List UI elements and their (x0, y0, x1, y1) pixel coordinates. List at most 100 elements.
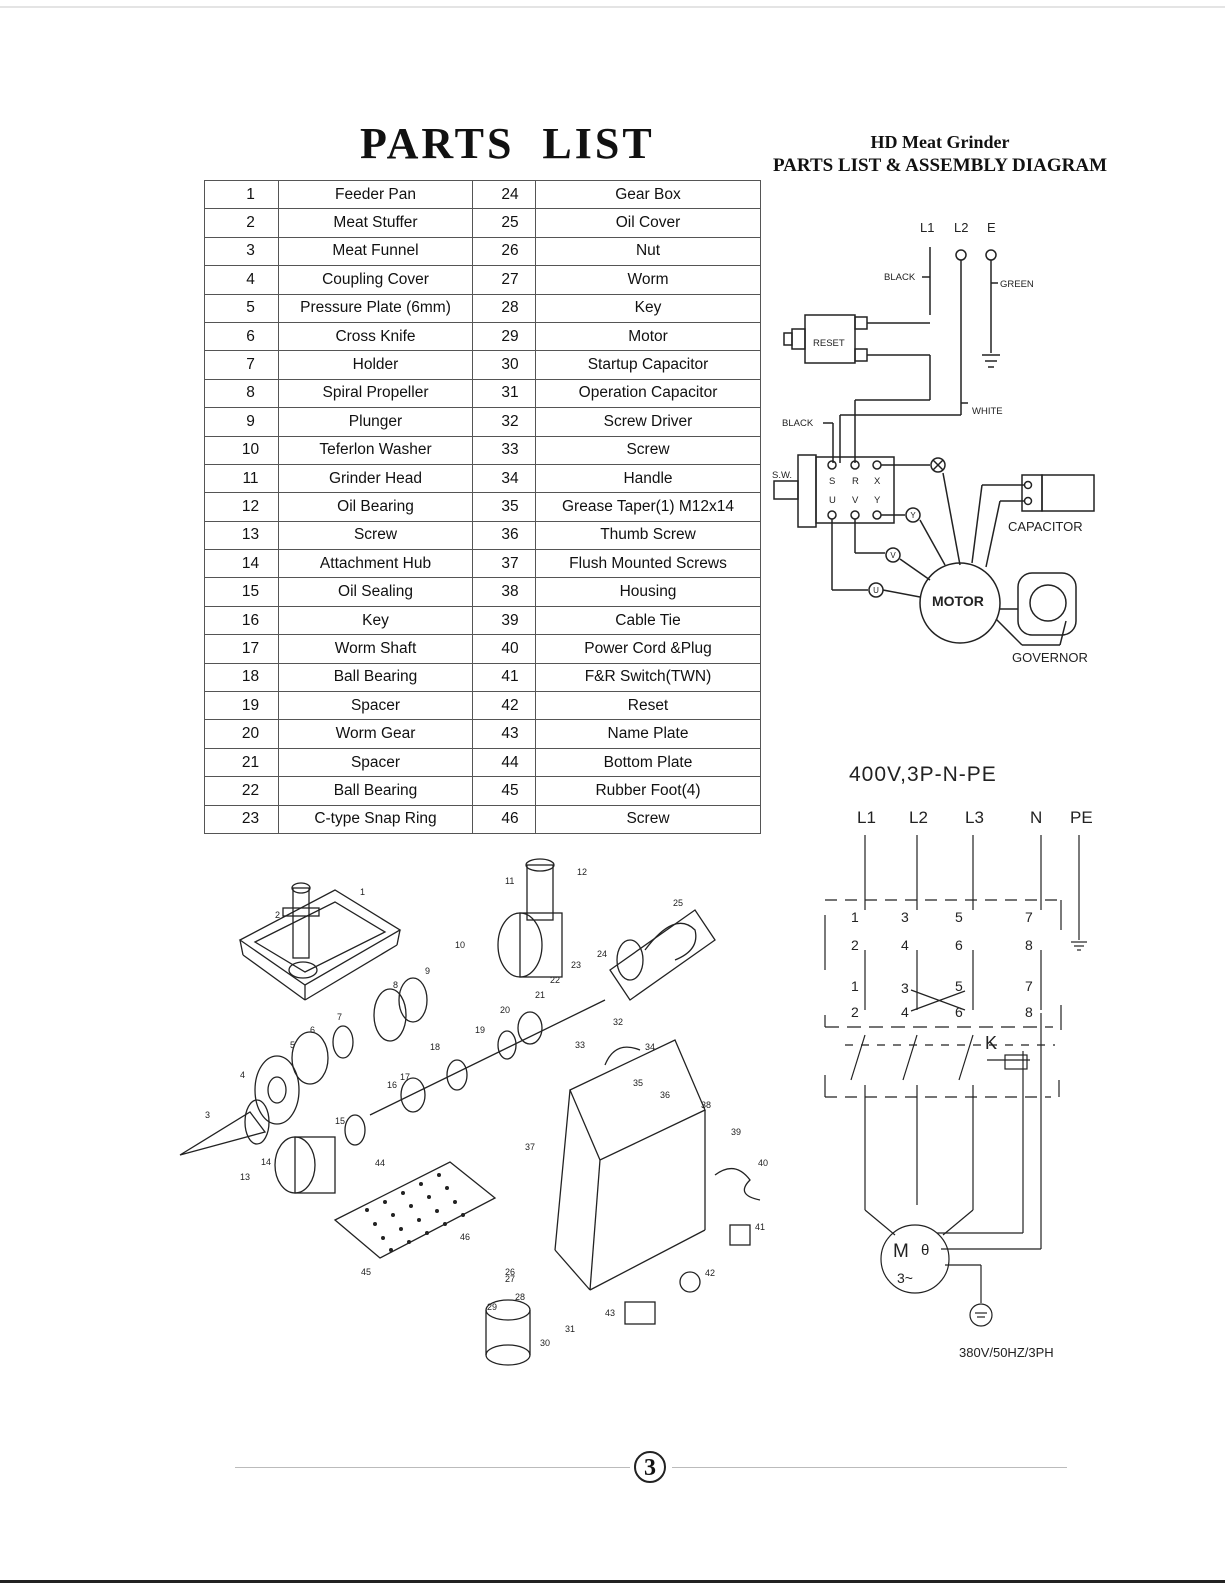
part-name: Screw (535, 435, 761, 465)
document-subtitle: PARTS LIST & ASSEMBLY DIAGRAM (772, 155, 1108, 176)
part-name: Spacer (278, 691, 473, 721)
callout-label: 17 (400, 1072, 410, 1082)
part-name: Motor (535, 321, 761, 352)
contact-4-top: 4 (901, 937, 909, 953)
part-name: Holder (278, 350, 473, 380)
part-number: 12 (204, 492, 279, 522)
part-name: Worm Gear (278, 719, 473, 749)
callout-label: 30 (540, 1338, 550, 1348)
callout-label: 6 (310, 1025, 315, 1035)
part-number: 6 (204, 321, 279, 352)
phase-n: N (1030, 808, 1042, 827)
terminal-l2: L2 (954, 220, 968, 235)
contact-5-top: 5 (955, 909, 963, 925)
part-number: 14 (204, 549, 279, 579)
callout-label: 25 (673, 898, 683, 908)
part-number: 16 (204, 605, 279, 636)
callout-label: 29 (487, 1302, 497, 1312)
switch-letter-y: Y (874, 495, 881, 506)
switch-letter-u: U (829, 495, 836, 506)
contact-3-top: 3 (901, 909, 909, 925)
part-name: Housing (535, 577, 761, 607)
callout-label: 36 (660, 1090, 670, 1100)
part-name: Key (278, 605, 473, 636)
contact-7-bottom: 7 (1025, 978, 1033, 994)
callout-label: 33 (575, 1040, 585, 1050)
part-number: 21 (204, 747, 279, 778)
part-number: 5 (204, 293, 279, 323)
part-number: 13 (204, 520, 279, 551)
part-name: Grease Taper(1) M12x14 (535, 492, 761, 522)
label-white: WHITE (972, 406, 1003, 417)
part-name: Worm Shaft (278, 634, 473, 664)
part-name: Ball Bearing (278, 662, 473, 693)
exploded-assembly-view: 1234567891011121314151617181920212223242… (179, 858, 768, 1366)
part-number: 33 (472, 435, 536, 465)
part-number: 27 (472, 265, 536, 295)
part-name: Screw Driver (535, 407, 761, 437)
contact-7-top: 7 (1025, 909, 1033, 925)
contact-6-top: 6 (955, 937, 963, 953)
contact-6-bottom: 6 (955, 1004, 963, 1020)
callout-label: 42 (705, 1268, 715, 1278)
callout-label: 31 (565, 1324, 575, 1334)
part-number: 20 (204, 719, 279, 749)
part-number: 38 (472, 577, 536, 607)
part-name: Bottom Plate (535, 747, 761, 778)
contact-3-bottom: 3 (901, 980, 909, 996)
node-u: U (873, 586, 879, 595)
part-number: 2 (204, 208, 279, 238)
label-capacitor: CAPACITOR (1008, 519, 1083, 534)
callout-label: 28 (515, 1292, 525, 1302)
part-number: 30 (472, 350, 536, 380)
label-reset: RESET (813, 338, 845, 349)
callout-label: 19 (475, 1025, 485, 1035)
contact-2-top: 2 (851, 937, 859, 953)
part-name: Spacer (278, 747, 473, 778)
part-name: Operation Capacitor (535, 378, 761, 409)
part-name: Coupling Cover (278, 265, 473, 295)
label-black-top: BLACK (884, 272, 916, 283)
part-number: 44 (472, 747, 536, 778)
callout-label: 26 (505, 1267, 515, 1277)
terminal-l1: L1 (920, 220, 934, 235)
part-number: 17 (204, 634, 279, 664)
part-number: 39 (472, 605, 536, 636)
part-number: 9 (204, 407, 279, 437)
part-number: 31 (472, 378, 536, 409)
phase-pe: PE (1070, 808, 1093, 827)
part-number: 7 (204, 350, 279, 380)
callout-label: 14 (261, 1157, 271, 1167)
part-name: Grinder Head (278, 463, 473, 494)
callout-label: 12 (577, 867, 587, 877)
switch-letter-r: R (852, 476, 859, 487)
part-name: Pressure Plate (6mm) (278, 293, 473, 323)
callout-label: 13 (240, 1172, 250, 1182)
part-number: 1 (204, 179, 279, 210)
label-black-left: BLACK (782, 418, 814, 429)
node-v: V (890, 551, 896, 560)
callout-label: 24 (597, 949, 607, 959)
contactor-label: K (985, 1033, 997, 1053)
motor-theta: θ (921, 1242, 929, 1259)
footer-rule-right (672, 1467, 1067, 1468)
part-name: Teferlon Washer (278, 435, 473, 465)
product-name: HD Meat Grinder (870, 132, 1010, 152)
callout-label: 45 (361, 1267, 371, 1277)
part-number: 34 (472, 463, 536, 494)
callout-label: 16 (387, 1080, 397, 1090)
